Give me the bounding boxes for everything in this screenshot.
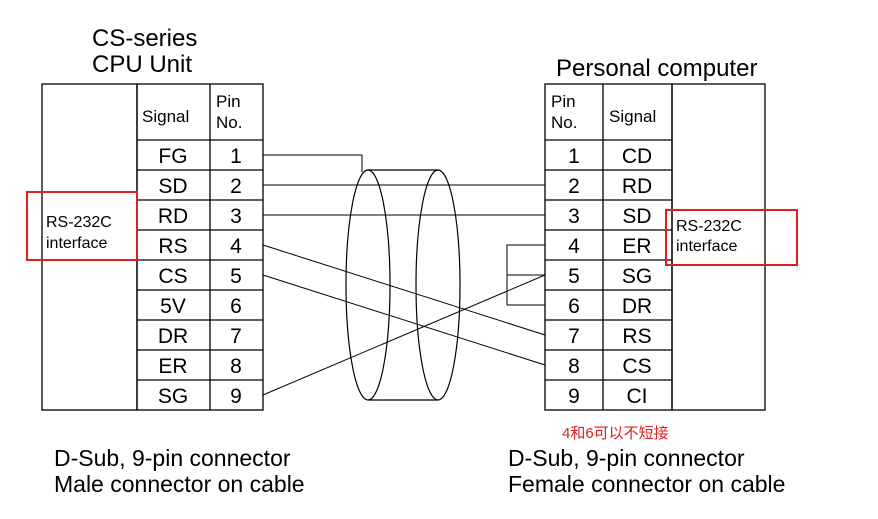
right-header-pin-line2: No. (551, 113, 577, 132)
shield-drain-wire (263, 154, 363, 172)
right-signal-1: CD (622, 145, 652, 168)
left-signal-2: SD (158, 175, 187, 198)
right-signal-4: ER (622, 235, 651, 258)
left-signal-4: RS (158, 235, 187, 258)
right-pin-7: 7 (568, 325, 580, 348)
left-pin-6: 6 (230, 295, 242, 318)
left-signal-8: ER (158, 355, 187, 378)
right-header-signal: Signal (609, 107, 656, 126)
left-connector-table (136, 83, 264, 411)
right-interface-line2: interface (676, 238, 737, 255)
left-pin-1: 1 (230, 145, 242, 168)
left-footer-line1: D-Sub, 9-pin connector (54, 445, 291, 471)
right-signal-6: DR (622, 295, 652, 318)
left-signal-5: CS (158, 265, 187, 288)
right-unit-box (671, 83, 766, 411)
left-header-pin-line2: No. (216, 113, 242, 132)
left-pin-7: 7 (230, 325, 242, 348)
wire-4-7 (262, 244, 546, 336)
right-interface-highlight (665, 209, 798, 266)
left-interface-line1: RS-232C (46, 214, 112, 231)
right-pin-5: 5 (568, 265, 580, 288)
left-pin-3: 3 (230, 205, 242, 228)
wire-5-8 (262, 274, 546, 366)
left-signal-6: 5V (160, 295, 186, 318)
left-title-line2: CPU Unit (92, 51, 192, 78)
right-pin-4: 4 (568, 235, 580, 258)
wire-9-5 (262, 274, 546, 396)
right-signal-7: RS (622, 325, 651, 348)
right-pin-9: 9 (568, 385, 580, 408)
left-pin-9: 9 (230, 385, 242, 408)
left-footer-line2: Male connector on cable (54, 471, 305, 497)
right-pin-6: 6 (568, 295, 580, 318)
right-signal-8: CS (622, 355, 651, 378)
right-footer-line2: Female connector on cable (508, 471, 785, 497)
right-pin-2: 2 (568, 175, 580, 198)
right-connector-table (544, 83, 673, 411)
left-pin-5: 5 (230, 265, 242, 288)
right-interface-line1: RS-232C (676, 218, 742, 235)
left-signal-9: SG (158, 385, 188, 408)
right-pin-8: 8 (568, 355, 580, 378)
right-signal-5: SG (622, 265, 652, 288)
left-title-line1: CS-series (92, 25, 197, 52)
right-footer-line1: D-Sub, 9-pin connector (508, 445, 745, 471)
right-signal-9: CI (627, 385, 648, 408)
left-header-signal: Signal (142, 107, 189, 126)
left-signal-7: DR (158, 325, 188, 348)
left-pin-4: 4 (230, 235, 242, 258)
right-header-pin-line1: Pin (551, 92, 576, 111)
right-title: Personal computer (556, 55, 757, 82)
right-pin-3: 3 (568, 205, 580, 228)
left-pin-2: 2 (230, 175, 242, 198)
left-interface-line2: interface (46, 235, 107, 252)
left-interface-highlight (26, 191, 138, 261)
left-header-pin-line1: Pin (216, 92, 241, 111)
cable-shield (345, 169, 461, 401)
left-pin-8: 8 (230, 355, 242, 378)
right-signal-3: SD (622, 205, 651, 228)
right-signal-2: RD (622, 175, 652, 198)
left-signal-1: FG (158, 145, 187, 168)
jumper-note: 4和6可以不短接 (562, 425, 669, 442)
left-signal-3: RD (158, 205, 188, 228)
right-pin-1: 1 (568, 145, 580, 168)
